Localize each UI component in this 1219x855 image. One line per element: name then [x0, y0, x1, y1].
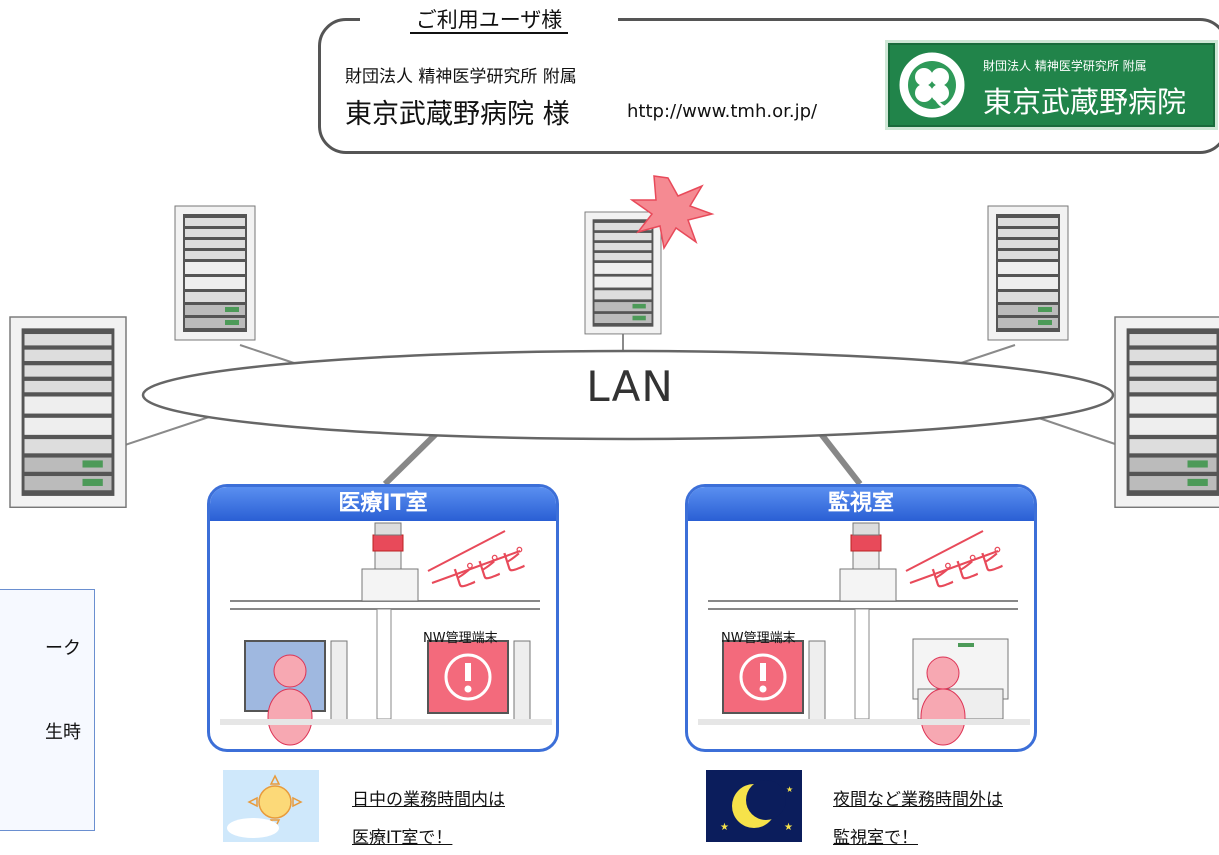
user-hospital-name: 東京武蔵野病院 様 — [345, 99, 570, 130]
link-server-left — [124, 414, 216, 446]
server-rack-topleft — [174, 205, 256, 341]
left-info-fragment-2: 生時 — [45, 722, 81, 743]
server-rack-topright — [987, 205, 1069, 341]
server-rack-center — [584, 211, 662, 335]
room-medical-it: 医療IT室 ピピピ NW管理端末 — [207, 484, 559, 752]
lan-ring — [141, 349, 1115, 441]
alarm-lamp-icon — [361, 522, 419, 602]
clover-emblem-icon — [898, 51, 966, 119]
link-room-it — [382, 427, 443, 487]
room-monitoring-title: 監視室 — [688, 487, 1034, 521]
left-info-fragment-1: ーク — [45, 638, 81, 659]
logo-subtitle: 財団法人 精神医学研究所 附属 — [983, 59, 1147, 73]
room-medical-it-title: 医療IT室 — [210, 487, 556, 521]
link-server-right — [1029, 414, 1119, 446]
room-medical-it-scene — [220, 522, 552, 746]
room-monitoring: 監視室 ピピピ NW管理端末 — [685, 484, 1037, 752]
hospital-logo: 財団法人 精神医学研究所 附属 東京武蔵野病院 — [885, 40, 1218, 130]
failure-burst-icon — [629, 175, 715, 251]
hospital-url-link[interactable]: http://www.tmh.or.jp/ — [627, 101, 818, 122]
note-day-line-1: 日中の業務時間内は — [352, 790, 505, 810]
note-day-line-2: 医療IT室で！ — [352, 828, 453, 848]
user-organization: 財団法人 精神医学研究所 附属 — [345, 67, 577, 87]
link-server-topleft — [239, 344, 301, 366]
logo-hospital-name: 東京武蔵野病院 — [983, 85, 1187, 119]
server-rack-right — [1114, 316, 1219, 509]
user-heading: ご利用ユーザ様 — [360, 6, 618, 34]
server-rack-left — [9, 316, 127, 509]
user-heading-text: ご利用ユーザ様 — [409, 8, 569, 34]
lan-label: LAN — [586, 362, 674, 411]
note-night-line-2: 監視室で！ — [833, 828, 918, 848]
svg-text:★: ★ — [786, 785, 793, 794]
note-night-line-1: 夜間など業務時間外は — [833, 790, 1003, 810]
svg-text:★: ★ — [720, 822, 729, 833]
nighttime-moon-icon: ★ ★ ★ — [706, 770, 802, 842]
link-room-monitor — [815, 428, 863, 486]
link-server-topright — [954, 344, 1016, 366]
svg-text:★: ★ — [784, 822, 793, 833]
alarm-lamp-icon — [839, 522, 897, 602]
left-info-box — [0, 589, 95, 831]
room-monitoring-scene — [698, 522, 1030, 746]
daytime-sun-icon — [223, 770, 319, 842]
